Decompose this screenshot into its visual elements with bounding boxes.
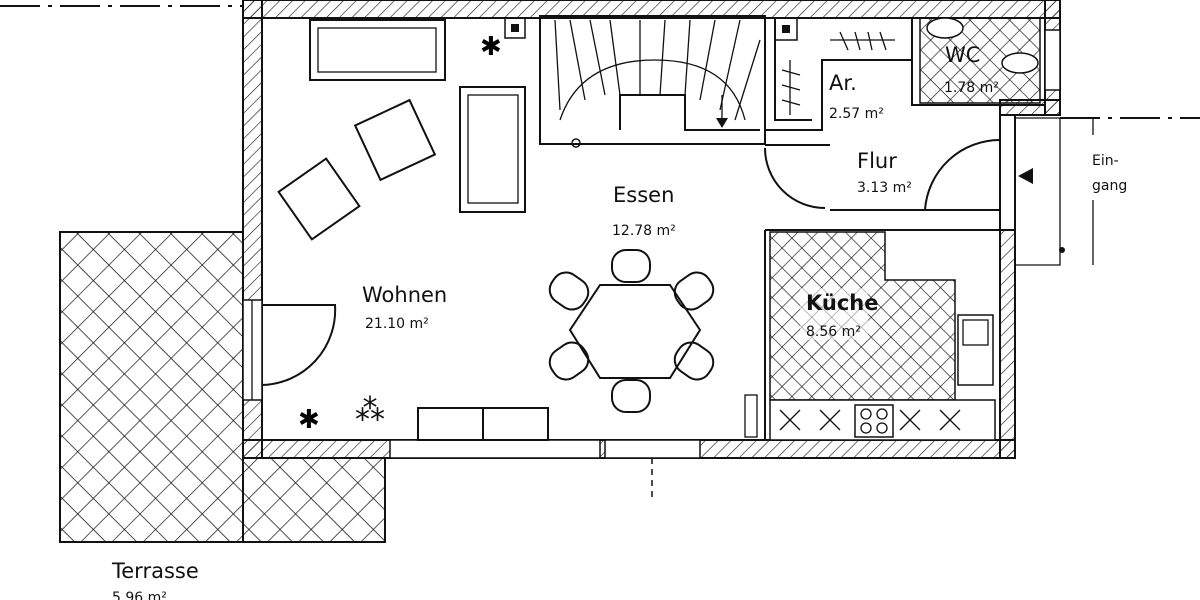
plant-icon: ⁂	[355, 393, 385, 428]
room-name-abstellraum: Ar.	[829, 71, 857, 95]
room-area-wc: 1.78 m²	[944, 80, 999, 96]
plant-icon: ✱	[480, 32, 502, 61]
kitchen	[744, 231, 996, 441]
living-furniture: ✱ ✱ ⁂	[277, 19, 549, 441]
plant-icon: ✱	[298, 405, 320, 434]
room-area-abstellraum: 2.57 m²	[829, 106, 884, 122]
room-area-kueche: 8.56 m²	[806, 324, 861, 340]
sink-icon	[957, 314, 994, 386]
staircase	[504, 15, 766, 148]
room-area-essen: 12.78 m²	[612, 223, 676, 239]
stove-icon	[854, 404, 894, 438]
room-area-flur: 3.13 m²	[857, 180, 912, 196]
room-name-kueche: Küche	[806, 291, 879, 315]
room-area-wohnen: 21.10 m²	[365, 316, 429, 332]
entrance-label: gang	[1092, 178, 1127, 194]
room-name-essen: Essen	[613, 183, 674, 207]
sink-icon	[926, 17, 964, 39]
room-name-terrasse: Terrasse	[111, 559, 199, 583]
room-name-wohnen: Wohnen	[362, 283, 447, 307]
wc-room	[919, 17, 1041, 104]
doors	[261, 117, 1094, 386]
entrance-label: Ein-	[1092, 153, 1119, 169]
room-area-terrasse: 5.96 m²	[112, 590, 167, 600]
terrace	[59, 231, 386, 543]
dining-table	[548, 249, 715, 413]
room-name-wc: WC	[945, 43, 980, 67]
toilet-icon	[1001, 52, 1039, 74]
room-name-flur: Flur	[857, 149, 897, 173]
